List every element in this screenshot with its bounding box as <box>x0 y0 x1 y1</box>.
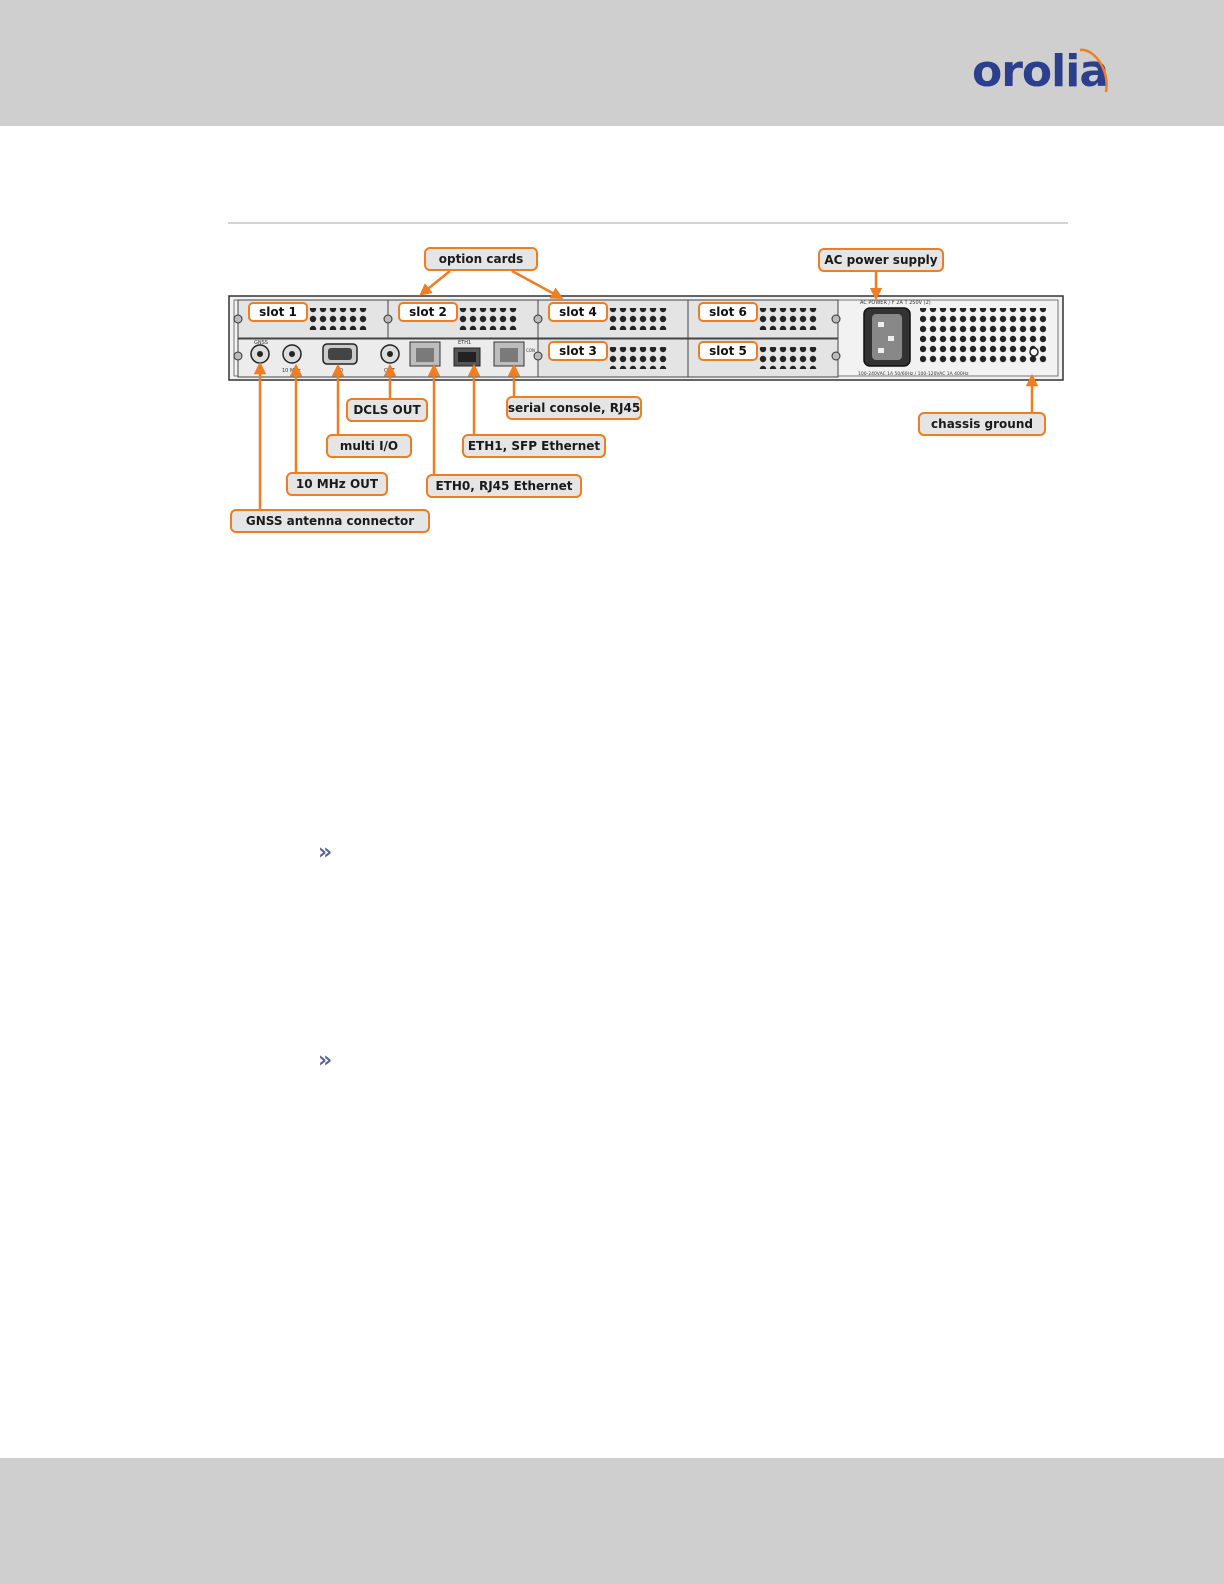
panel-label-10mhz: 10 MHz <box>282 368 301 374</box>
rear-panel-figure: GNSS 10 MHz I/O OUT ETH1 CON AC POWER / … <box>228 244 1068 544</box>
slot-1-label: slot 1 <box>248 302 308 322</box>
orolia-logo: orolia <box>972 44 1122 100</box>
callout-multi-io: multi I/O <box>326 434 412 458</box>
bullet-marker-icon: » <box>318 1048 333 1073</box>
callout-eth1: ETH1, SFP Ethernet <box>462 434 606 458</box>
slot-3-label: slot 3 <box>548 341 608 361</box>
logo-text: orolia <box>972 46 1109 97</box>
callout-dcls-out: DCLS OUT <box>346 398 428 422</box>
slot-4-label: slot 4 <box>548 302 608 322</box>
panel-label-gnss: GNSS <box>254 340 268 346</box>
bullet-marker-icon: » <box>318 840 333 865</box>
panel-label-ac-power-bottom: 100-240VAC 1A 50/60Hz / 100-120VAC 1A 40… <box>858 371 969 377</box>
page-footer-band <box>0 1458 1224 1584</box>
slot-2-label: slot 2 <box>398 302 458 322</box>
panel-label-eth1: ETH1 <box>458 340 471 346</box>
callout-eth0: ETH0, RJ45 Ethernet <box>426 474 582 498</box>
callout-10mhz-out: 10 MHz OUT <box>286 472 388 496</box>
callout-gnss-antenna: GNSS antenna connector <box>230 509 430 533</box>
page-header-band: orolia <box>0 0 1224 126</box>
callout-option-cards: option cards <box>424 247 538 271</box>
slot-6-label: slot 6 <box>698 302 758 322</box>
slot-5-label: slot 5 <box>698 341 758 361</box>
section-divider <box>228 222 1068 224</box>
panel-label-con: CON <box>526 348 535 353</box>
panel-label-ac-power-top: AC POWER / F 2A T 250V (2) <box>860 300 931 306</box>
callout-chassis-ground: chassis ground <box>918 412 1046 436</box>
logo-swoosh-icon <box>1079 48 1108 93</box>
rear-panel-drawing: GNSS 10 MHz I/O OUT ETH1 CON AC POWER / … <box>228 269 1064 510</box>
callout-serial-console: serial console, RJ45 <box>506 396 642 420</box>
callout-ac-power-supply: AC power supply <box>818 248 944 272</box>
